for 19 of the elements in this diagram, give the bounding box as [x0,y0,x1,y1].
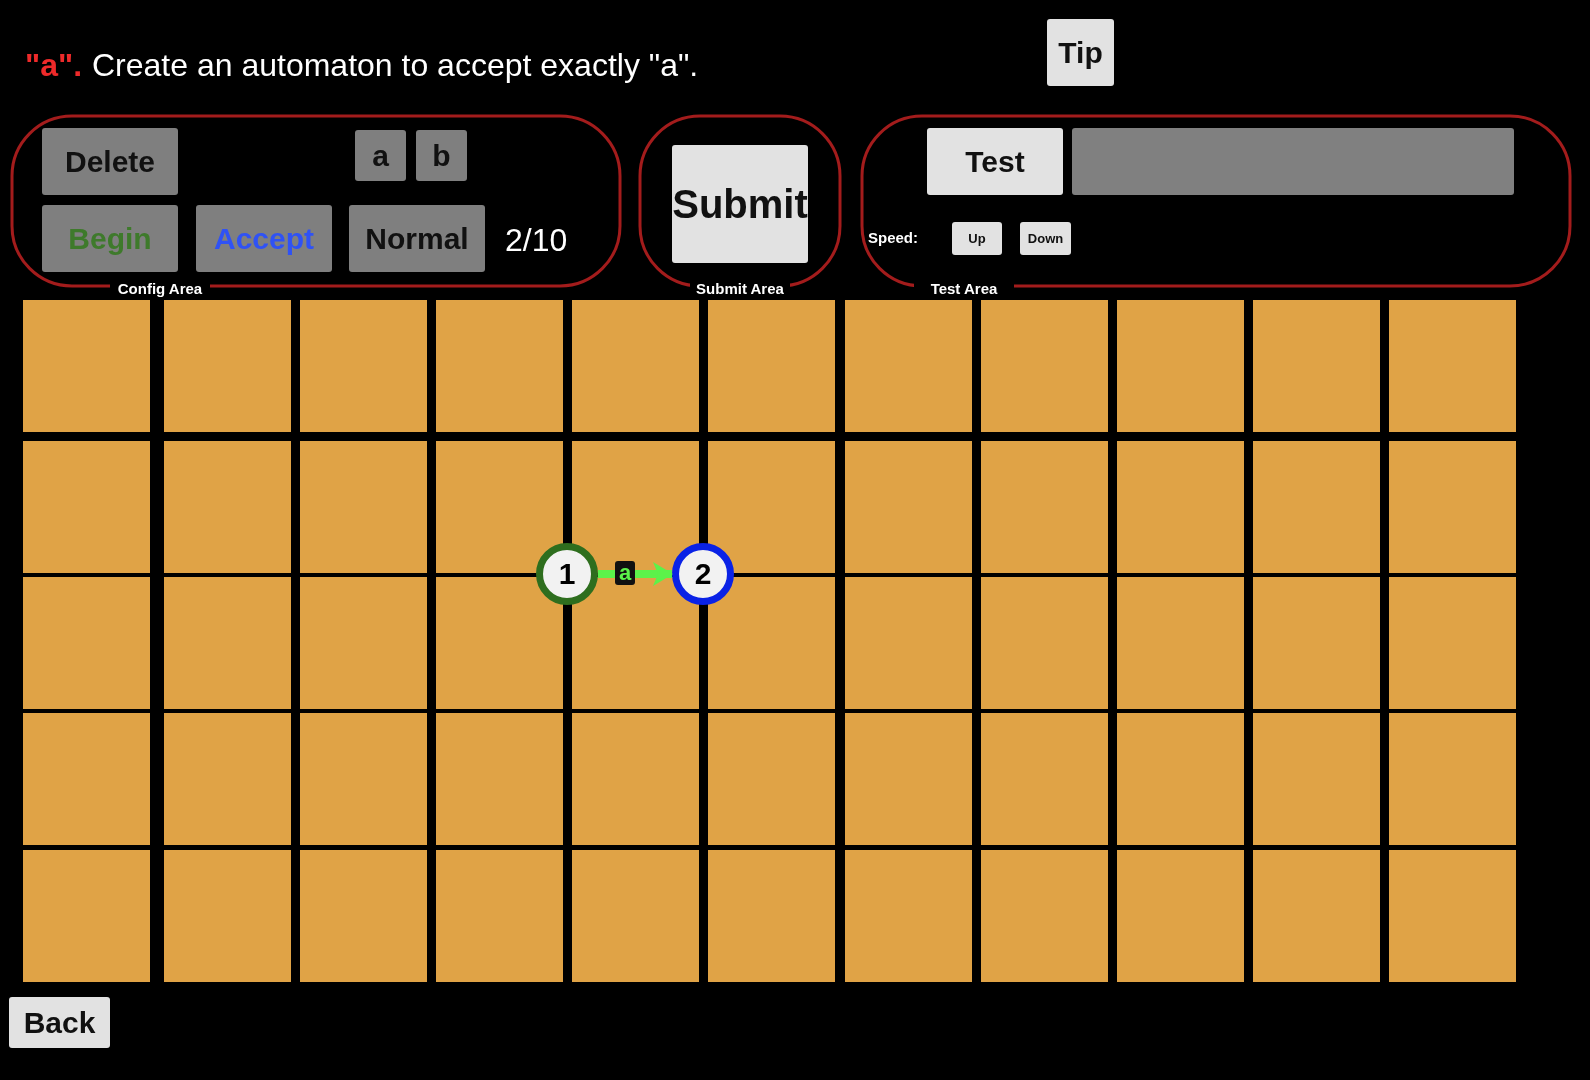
speed-up-button: Up [952,222,1002,255]
normal-button: Normal [349,205,485,272]
begin-button: Begin [42,205,178,272]
back-button: Back [9,997,110,1048]
edge-label: a [615,561,636,585]
accept-button: Accept [196,205,332,272]
submit-button: Submit [672,145,808,263]
tip-button: Tip [1047,19,1114,86]
delete-button: Delete [42,128,178,195]
input-field [1072,128,1514,195]
task-instruction: Create an automaton to accept exactly "a". [92,46,699,85]
letter-button: a [355,130,406,181]
speed-down-button: Down [1020,222,1071,255]
move-counter: 2/10 [505,221,568,260]
letter-button: b [416,130,467,181]
test-button: Test [927,128,1063,195]
panel-caption: Config Area [110,280,210,298]
quoted-letter: "a". [25,46,83,85]
speed-label: Speed: [868,228,918,248]
